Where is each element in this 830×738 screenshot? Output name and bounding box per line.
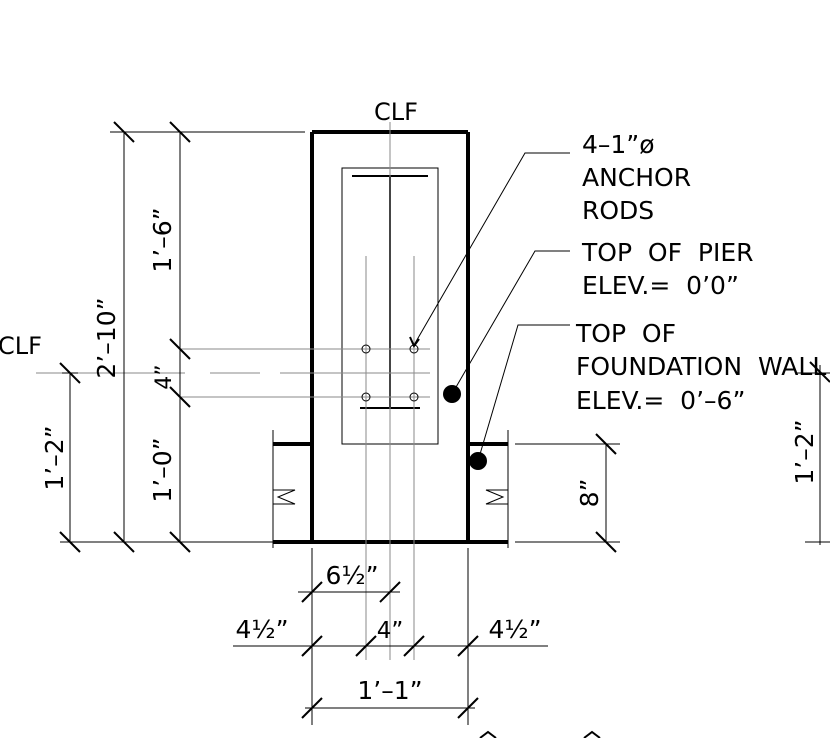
dim-lower-height: 1’–0” [148, 437, 177, 502]
bottom-dimension-lines [233, 548, 548, 725]
foundation-wall-breaks [272, 430, 509, 548]
dim-overall-height: 2’–10” [92, 297, 121, 378]
anchor-rods-note: 4–1”ø ANCHOR RODS [582, 130, 691, 225]
top-of-foundation-line-2: FOUNDATION WALL [576, 352, 826, 381]
dim-overall-width: 1’–1” [357, 676, 422, 705]
clf-left-label: CLF [0, 332, 42, 360]
dim-left-height: 1’–2” [40, 425, 69, 490]
dim-wall-height: 8” [575, 479, 604, 508]
top-of-pier-line-1: TOP OF PIER [581, 238, 753, 267]
anchor-rods-line-2: ANCHOR [582, 163, 691, 192]
top-of-foundation-line-3: ELEV.= 0’–6” [576, 386, 745, 415]
top-of-pier-line-2: ELEV.= 0’0” [582, 271, 739, 300]
dim-bolt-spacing-vertical: 4” [152, 364, 177, 389]
dim-left-edge: 4½” [235, 615, 288, 644]
dim-half-offset: 6½” [325, 561, 378, 590]
clf-top-label: CLF [374, 98, 418, 126]
top-of-foundation-note: TOP OF FOUNDATION WALL ELEV.= 0’–6” [575, 319, 826, 415]
dim-upper-height: 1’–6” [148, 207, 177, 272]
top-of-pier-note: TOP OF PIER ELEV.= 0’0” [581, 238, 753, 300]
right-dimension-lines [515, 361, 830, 553]
anchor-rods-line-3: RODS [582, 196, 654, 225]
dim-right-edge: 4½” [488, 615, 541, 644]
top-of-foundation-line-1: TOP OF [575, 319, 676, 348]
left-dimension-lines [59, 121, 305, 553]
dim-right-height: 1’–2” [790, 419, 819, 484]
partial-edge-marks [479, 730, 601, 738]
center-lines [36, 122, 430, 660]
dim-bolt-spacing-horizontal: 4” [377, 618, 404, 644]
anchor-rods-line-1: 4–1”ø [582, 130, 655, 159]
leaders [409, 152, 570, 462]
